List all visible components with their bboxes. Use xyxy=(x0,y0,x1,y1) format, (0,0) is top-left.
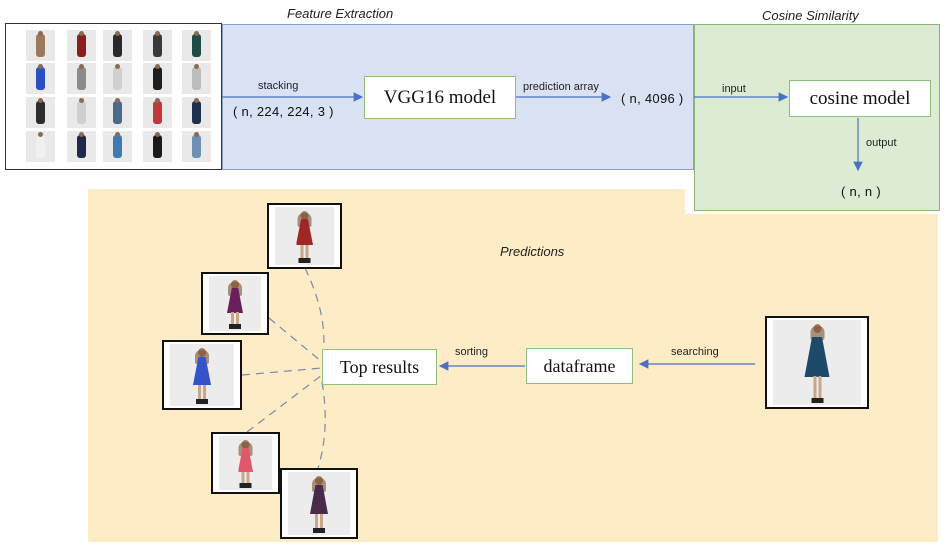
grid-thumbnail xyxy=(182,131,211,162)
dashed-link-3 xyxy=(241,367,323,376)
input-shape-label: ( n, 224, 224, 3 ) xyxy=(233,104,334,119)
grid-thumbnail xyxy=(182,97,211,128)
cosine-model-box: cosine model xyxy=(789,80,931,117)
grid-thumbnail xyxy=(67,63,96,94)
grid-thumbnail xyxy=(143,97,172,128)
predictions-title: Predictions xyxy=(500,244,565,259)
result-image-4 xyxy=(211,432,280,494)
dashed-link-5 xyxy=(317,381,326,469)
grid-thumbnail xyxy=(182,30,211,61)
grid-thumbnail xyxy=(26,97,55,128)
result-image-5 xyxy=(280,468,358,539)
grid-thumbnail xyxy=(143,30,172,61)
dashed-link-4 xyxy=(246,374,323,433)
features-shape-label: ( n, 4096 ) xyxy=(621,91,684,106)
input-label: input xyxy=(722,83,746,95)
feature-extraction-title: Feature Extraction xyxy=(287,6,394,21)
prediction-array-label: prediction array xyxy=(523,81,599,93)
grid-thumbnail xyxy=(103,131,132,162)
sorting-label: sorting xyxy=(455,346,489,358)
grid-thumbnail xyxy=(103,63,132,94)
grid-thumbnail xyxy=(67,131,96,162)
result-image-2 xyxy=(201,272,269,335)
similarity-shape-label: ( n, n ) xyxy=(841,184,881,199)
result-image-1 xyxy=(267,203,342,269)
grid-thumbnail xyxy=(26,131,55,162)
grid-thumbnail xyxy=(26,63,55,94)
query-image xyxy=(765,316,869,409)
grid-thumbnail xyxy=(67,30,96,61)
grid-thumbnail xyxy=(182,63,211,94)
dashed-link-2 xyxy=(268,317,323,363)
searching-label: searching xyxy=(671,346,719,358)
dataframe-box: dataframe xyxy=(526,348,633,384)
stacking-label: stacking xyxy=(258,80,299,92)
cosine-similarity-region xyxy=(694,24,940,211)
grid-thumbnail xyxy=(67,97,96,128)
grid-thumbnail xyxy=(103,30,132,61)
grid-thumbnail xyxy=(143,131,172,162)
dashed-link-1 xyxy=(304,267,325,363)
grid-thumbnail xyxy=(103,97,132,128)
grid-thumbnail xyxy=(143,63,172,94)
output-label: output xyxy=(866,137,897,149)
vgg16-model-box: VGG16 model xyxy=(364,76,516,119)
result-image-3 xyxy=(162,340,242,410)
top-results-box: Top results xyxy=(322,349,437,385)
cosine-similarity-title: Cosine Similarity xyxy=(762,8,859,23)
grid-thumbnail xyxy=(26,30,55,61)
input-image-grid xyxy=(5,23,222,170)
